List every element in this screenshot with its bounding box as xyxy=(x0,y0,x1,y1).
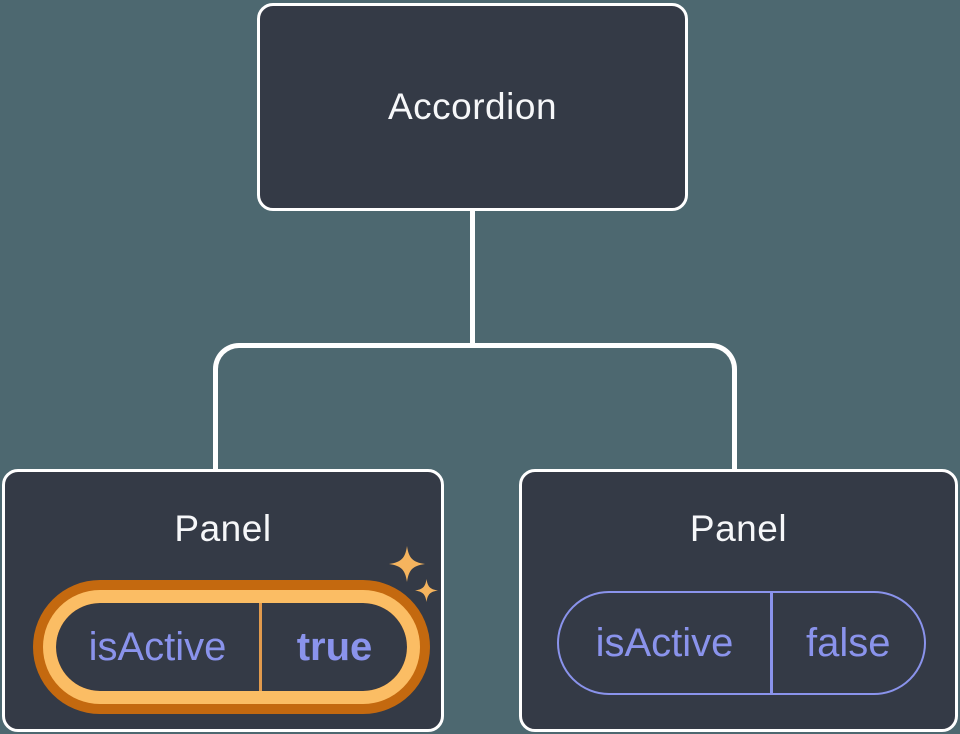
sparkle-icon xyxy=(415,579,438,602)
state-prop-value: false xyxy=(806,620,891,665)
accordion-node: Accordion xyxy=(257,3,688,211)
state-prop-value: true xyxy=(296,624,373,669)
state-pill-active: isActive true xyxy=(56,603,407,691)
state-prop-name: isActive xyxy=(88,624,227,669)
panel-title: Panel xyxy=(174,508,272,549)
connector-branch xyxy=(213,343,737,470)
state-prop-name: isActive xyxy=(595,620,734,665)
sparkle-icon xyxy=(389,546,425,582)
panel-node-inactive: Panel isActive false xyxy=(519,469,958,732)
panel-title: Panel xyxy=(689,508,788,549)
pill-divider xyxy=(770,593,773,693)
panel-node-active: Panel isActive true xyxy=(2,469,444,732)
connector-stem xyxy=(470,210,475,346)
pill-divider xyxy=(259,603,262,691)
accordion-label: Accordion xyxy=(387,86,558,127)
state-pill-inactive: isActive false xyxy=(557,591,926,695)
